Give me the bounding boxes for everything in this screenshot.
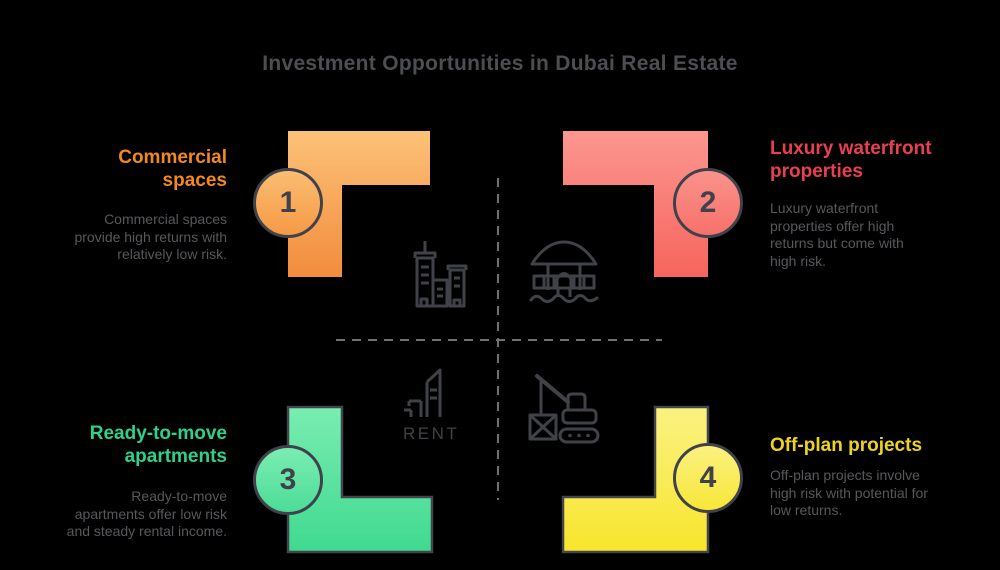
description-off-plan: Off-plan projects involve high risk with… [770,467,928,520]
description-line: high risk with potential for [770,484,928,501]
shape-ready-green [286,405,434,554]
heading-commercial-spaces: Commercial spaces [118,146,227,192]
heading-line: spaces [162,170,227,191]
rent-label: RENT [403,424,459,443]
city-buildings-icon [413,241,468,308]
description-line: and steady rental income. [66,523,227,539]
description-line: properties offer high [770,217,895,234]
description-ready-to-move: Ready-to-move apartments offer low risk … [67,488,227,541]
description-line: returns but come with [770,235,904,251]
description-line: provide high returns with [74,228,227,245]
heading-line: Luxury waterfront [770,138,932,159]
vertical-divider [497,178,499,500]
heading-off-plan: Off-plan projects [770,434,922,457]
step-badge-2: 2 [673,168,743,238]
description-line: low returns. [770,502,843,518]
heading-luxury-waterfront: Luxury waterfront properties [770,137,932,183]
description-luxury-waterfront: Luxury waterfront properties offer high … [770,200,904,270]
heading-line: Ready-to-move [89,423,227,444]
rent-sign-icon: RENT [403,368,459,443]
horizontal-divider [336,339,662,341]
heading-line: properties [770,161,863,182]
description-line: Luxury waterfront [770,200,879,216]
shape-waterfront-red [563,131,708,277]
description-line: high risk. [770,252,827,269]
heading-line: Off-plan projects [770,435,923,456]
description-line: Commercial spaces [104,211,227,227]
heading-ready-to-move: Ready-to-move apartments [90,422,227,468]
shape-commercial-orange [288,131,430,277]
heading-line: apartments [124,446,227,467]
description-commercial-spaces: Commercial spaces provide high returns w… [74,211,227,264]
page-title: Investment Opportunities in Dubai Real E… [262,52,738,75]
step-badge-3: 3 [253,445,323,515]
description-line: Off-plan projects involve [770,467,920,483]
construction-crane-icon [528,374,600,444]
step-badge-1: 1 [253,168,323,238]
waterfront-house-icon [529,240,599,303]
description-line: relatively low risk. [117,246,227,262]
heading-line: Commercial [118,147,227,168]
shape-offplan-yellow [561,405,710,554]
description-line: apartments offer low risk [74,505,227,522]
step-badge-4: 4 [673,443,743,513]
description-line: Ready-to-move [131,488,227,504]
